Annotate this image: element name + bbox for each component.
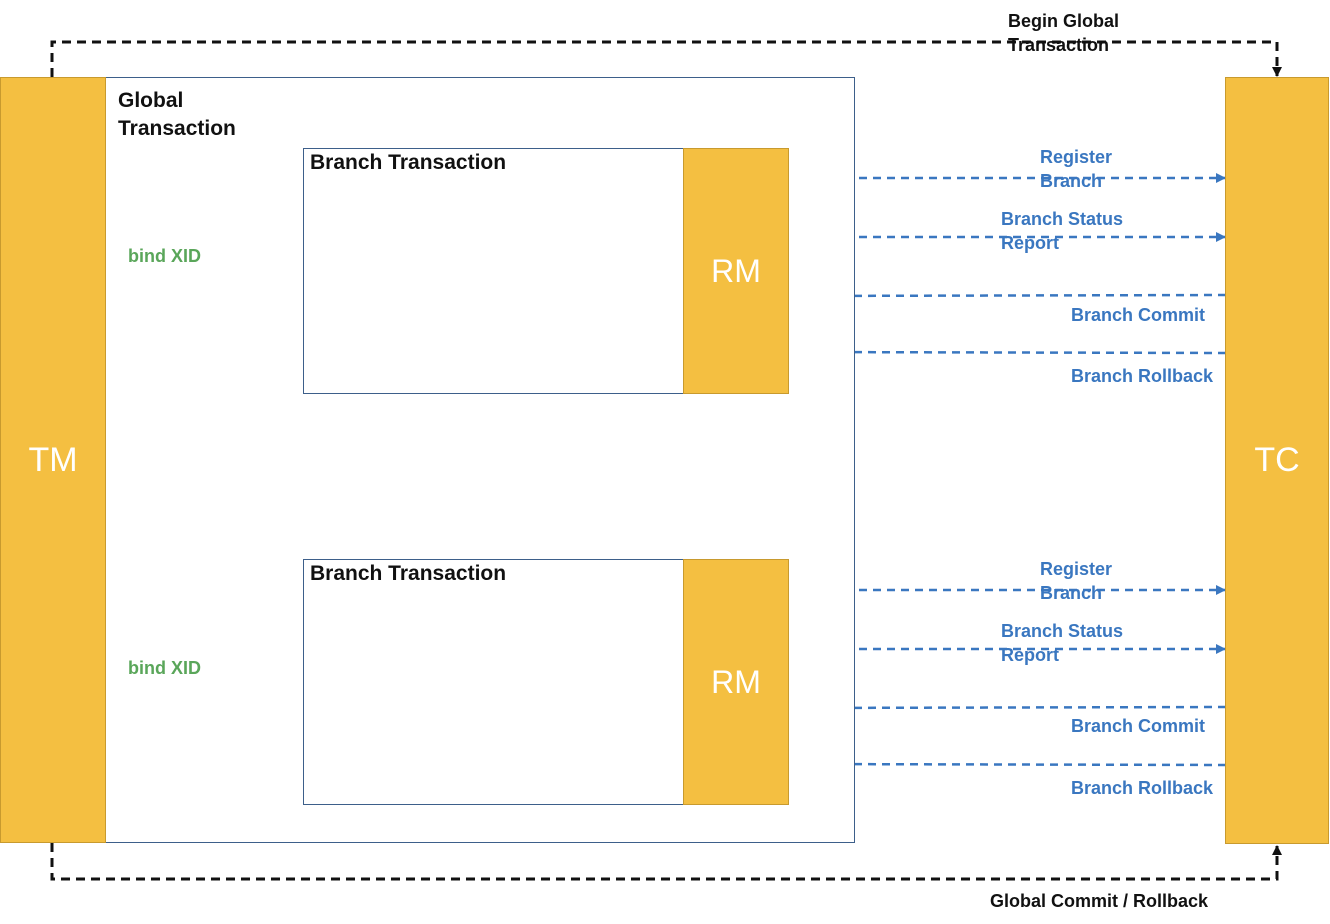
branch-commit-arrow-2 [789, 702, 1227, 713]
bind-xid-label-2: bind XID [128, 658, 201, 678]
branch-transaction-title-1: Branch Transaction [310, 151, 507, 174]
tm-label: TM [28, 440, 78, 479]
branch-rollback-label-1: Branch Rollback [1071, 366, 1214, 386]
begin-global-transaction-arrow [50, 40, 1282, 77]
rm-block-1: RM [683, 148, 789, 394]
bind-xid-label-1: bind XID [128, 246, 201, 266]
begin-global-transaction-label: Begin Global Transaction [1008, 9, 1119, 57]
register-branch-line1-1: Register [1040, 147, 1113, 167]
begin-global-line2: Transaction [1008, 35, 1110, 55]
tc-label: TC [1254, 441, 1300, 479]
global-commit-rollback-arrow [50, 843, 1282, 881]
branch-status-report-label-2: Branch Status Report [1001, 619, 1123, 667]
branch-status-line2-2: Report [1001, 645, 1059, 665]
branch-status-line1-2: Branch Status [1001, 621, 1124, 641]
register-branch-line1-2: Register [1040, 559, 1113, 579]
branch-status-line2-1: Report [1001, 233, 1059, 253]
rm-block-2: RM [683, 559, 789, 805]
branch-transaction-box-1 [303, 148, 685, 394]
branch-transaction-title-2: Branch Transaction [310, 562, 507, 585]
branch-status-report-label-1: Branch Status Report [1001, 207, 1123, 255]
branch-commit-label-1: Branch Commit [1071, 305, 1206, 325]
register-branch-label-2: Register Branch [1040, 557, 1112, 605]
global-commit-rollback-label: Global Commit / Rollback [990, 891, 1209, 911]
tc-block: TC [1225, 77, 1329, 844]
branch-status-line1-1: Branch Status [1001, 209, 1124, 229]
register-branch-label-1: Register Branch [1040, 145, 1112, 193]
branch-rollback-arrow-2 [789, 759, 1227, 770]
tm-block: TM [0, 77, 106, 843]
register-branch-line2-1: Branch [1040, 171, 1103, 191]
global-transaction-title-line1: Global [118, 89, 184, 112]
branch-rollback-label-2: Branch Rollback [1071, 778, 1214, 798]
branch-commit-label-2: Branch Commit [1071, 716, 1206, 736]
branch-rollback-arrow-1 [789, 347, 1227, 358]
global-transaction-title-line2: Transaction [118, 117, 236, 140]
rm-label-1: RM [711, 252, 761, 289]
register-branch-line2-2: Branch [1040, 583, 1103, 603]
begin-global-line1: Begin Global [1008, 11, 1120, 31]
rm-label-2: RM [711, 663, 761, 700]
branch-commit-arrow-1 [789, 290, 1227, 301]
global-transaction-title: Global Transaction [118, 87, 236, 143]
branch-transaction-box-2 [303, 559, 685, 805]
